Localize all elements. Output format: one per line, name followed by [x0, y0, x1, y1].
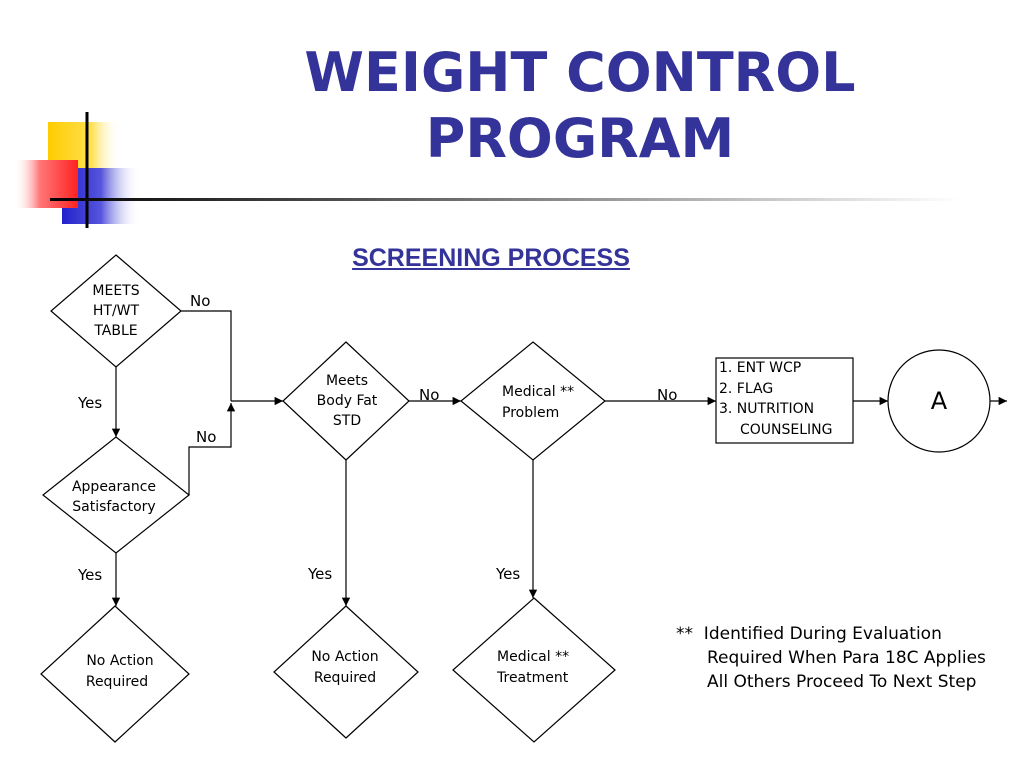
htwt-text-3: TABLE [93, 323, 137, 339]
outcome-no-action-2 [273, 605, 419, 739]
edge-label-htwt-yes: Yes [77, 394, 102, 412]
no-action-1-text-2: Required [86, 674, 148, 690]
actions-line-4: COUNSELING [740, 422, 833, 438]
appearance-text-2: Satisfactory [72, 499, 155, 515]
medical-problem-text-2: Problem [502, 405, 559, 421]
edge-label-bodyfat-no: No [419, 386, 439, 404]
medical-problem-text-1: Medical ** [502, 384, 574, 400]
outcome-medical-treatment [452, 597, 616, 743]
htwt-text-1: MEETS [92, 283, 139, 299]
appearance-text-1: Appearance [72, 479, 156, 495]
no-action-1-text-1: No Action [86, 653, 153, 669]
no-action-2-text-1: No Action [311, 649, 378, 665]
actions-line-2: 2. FLAG [719, 381, 773, 397]
decision-medical-problem [460, 341, 606, 461]
footnote-line-1: ** Identified During Evaluation [676, 624, 942, 644]
outcome-no-action-1 [40, 605, 190, 743]
htwt-text-2: HT/WT [93, 303, 140, 319]
edge-htwt-no [181, 310, 232, 401]
decision-appearance-satisfactory [42, 436, 190, 554]
connector-a-label: A [931, 387, 948, 415]
page-title: WEIGHT CONTROL PROGRAM [230, 40, 930, 172]
medical-treatment-text-2: Treatment [496, 670, 569, 686]
footnote-line-2: Required When Para 18C Applies [707, 648, 986, 668]
edge-label-medical-no: No [657, 386, 677, 404]
title-line-1: WEIGHT CONTROL [304, 41, 856, 104]
edge-label-appearance-yes: Yes [77, 566, 102, 584]
edge-label-appearance-no: No [196, 428, 216, 446]
decorative-logo [14, 112, 960, 228]
actions-line-1: 1. ENT WCP [719, 360, 801, 376]
bodyfat-text-1: Meets [326, 373, 368, 389]
medical-treatment-text-1: Medical ** [497, 649, 569, 665]
title-line-2: PROGRAM [425, 107, 735, 170]
actions-box [715, 357, 854, 444]
page-subtitle: SCREENING PROCESS [352, 244, 630, 272]
actions-line-3: 3. NUTRITION [719, 401, 814, 417]
edge-label-htwt-no: No [190, 292, 210, 310]
bodyfat-text-3: STD [333, 413, 361, 429]
footnote-line-3: All Others Proceed To Next Step [707, 672, 976, 692]
edge-label-medical-yes: Yes [495, 565, 520, 583]
edge-appearance-no [188, 403, 236, 495]
no-action-2-text-2: Required [314, 670, 376, 686]
edge-label-bodyfat-yes: Yes [307, 565, 332, 583]
bodyfat-text-2: Body Fat [317, 393, 378, 409]
header-rule [50, 198, 960, 201]
